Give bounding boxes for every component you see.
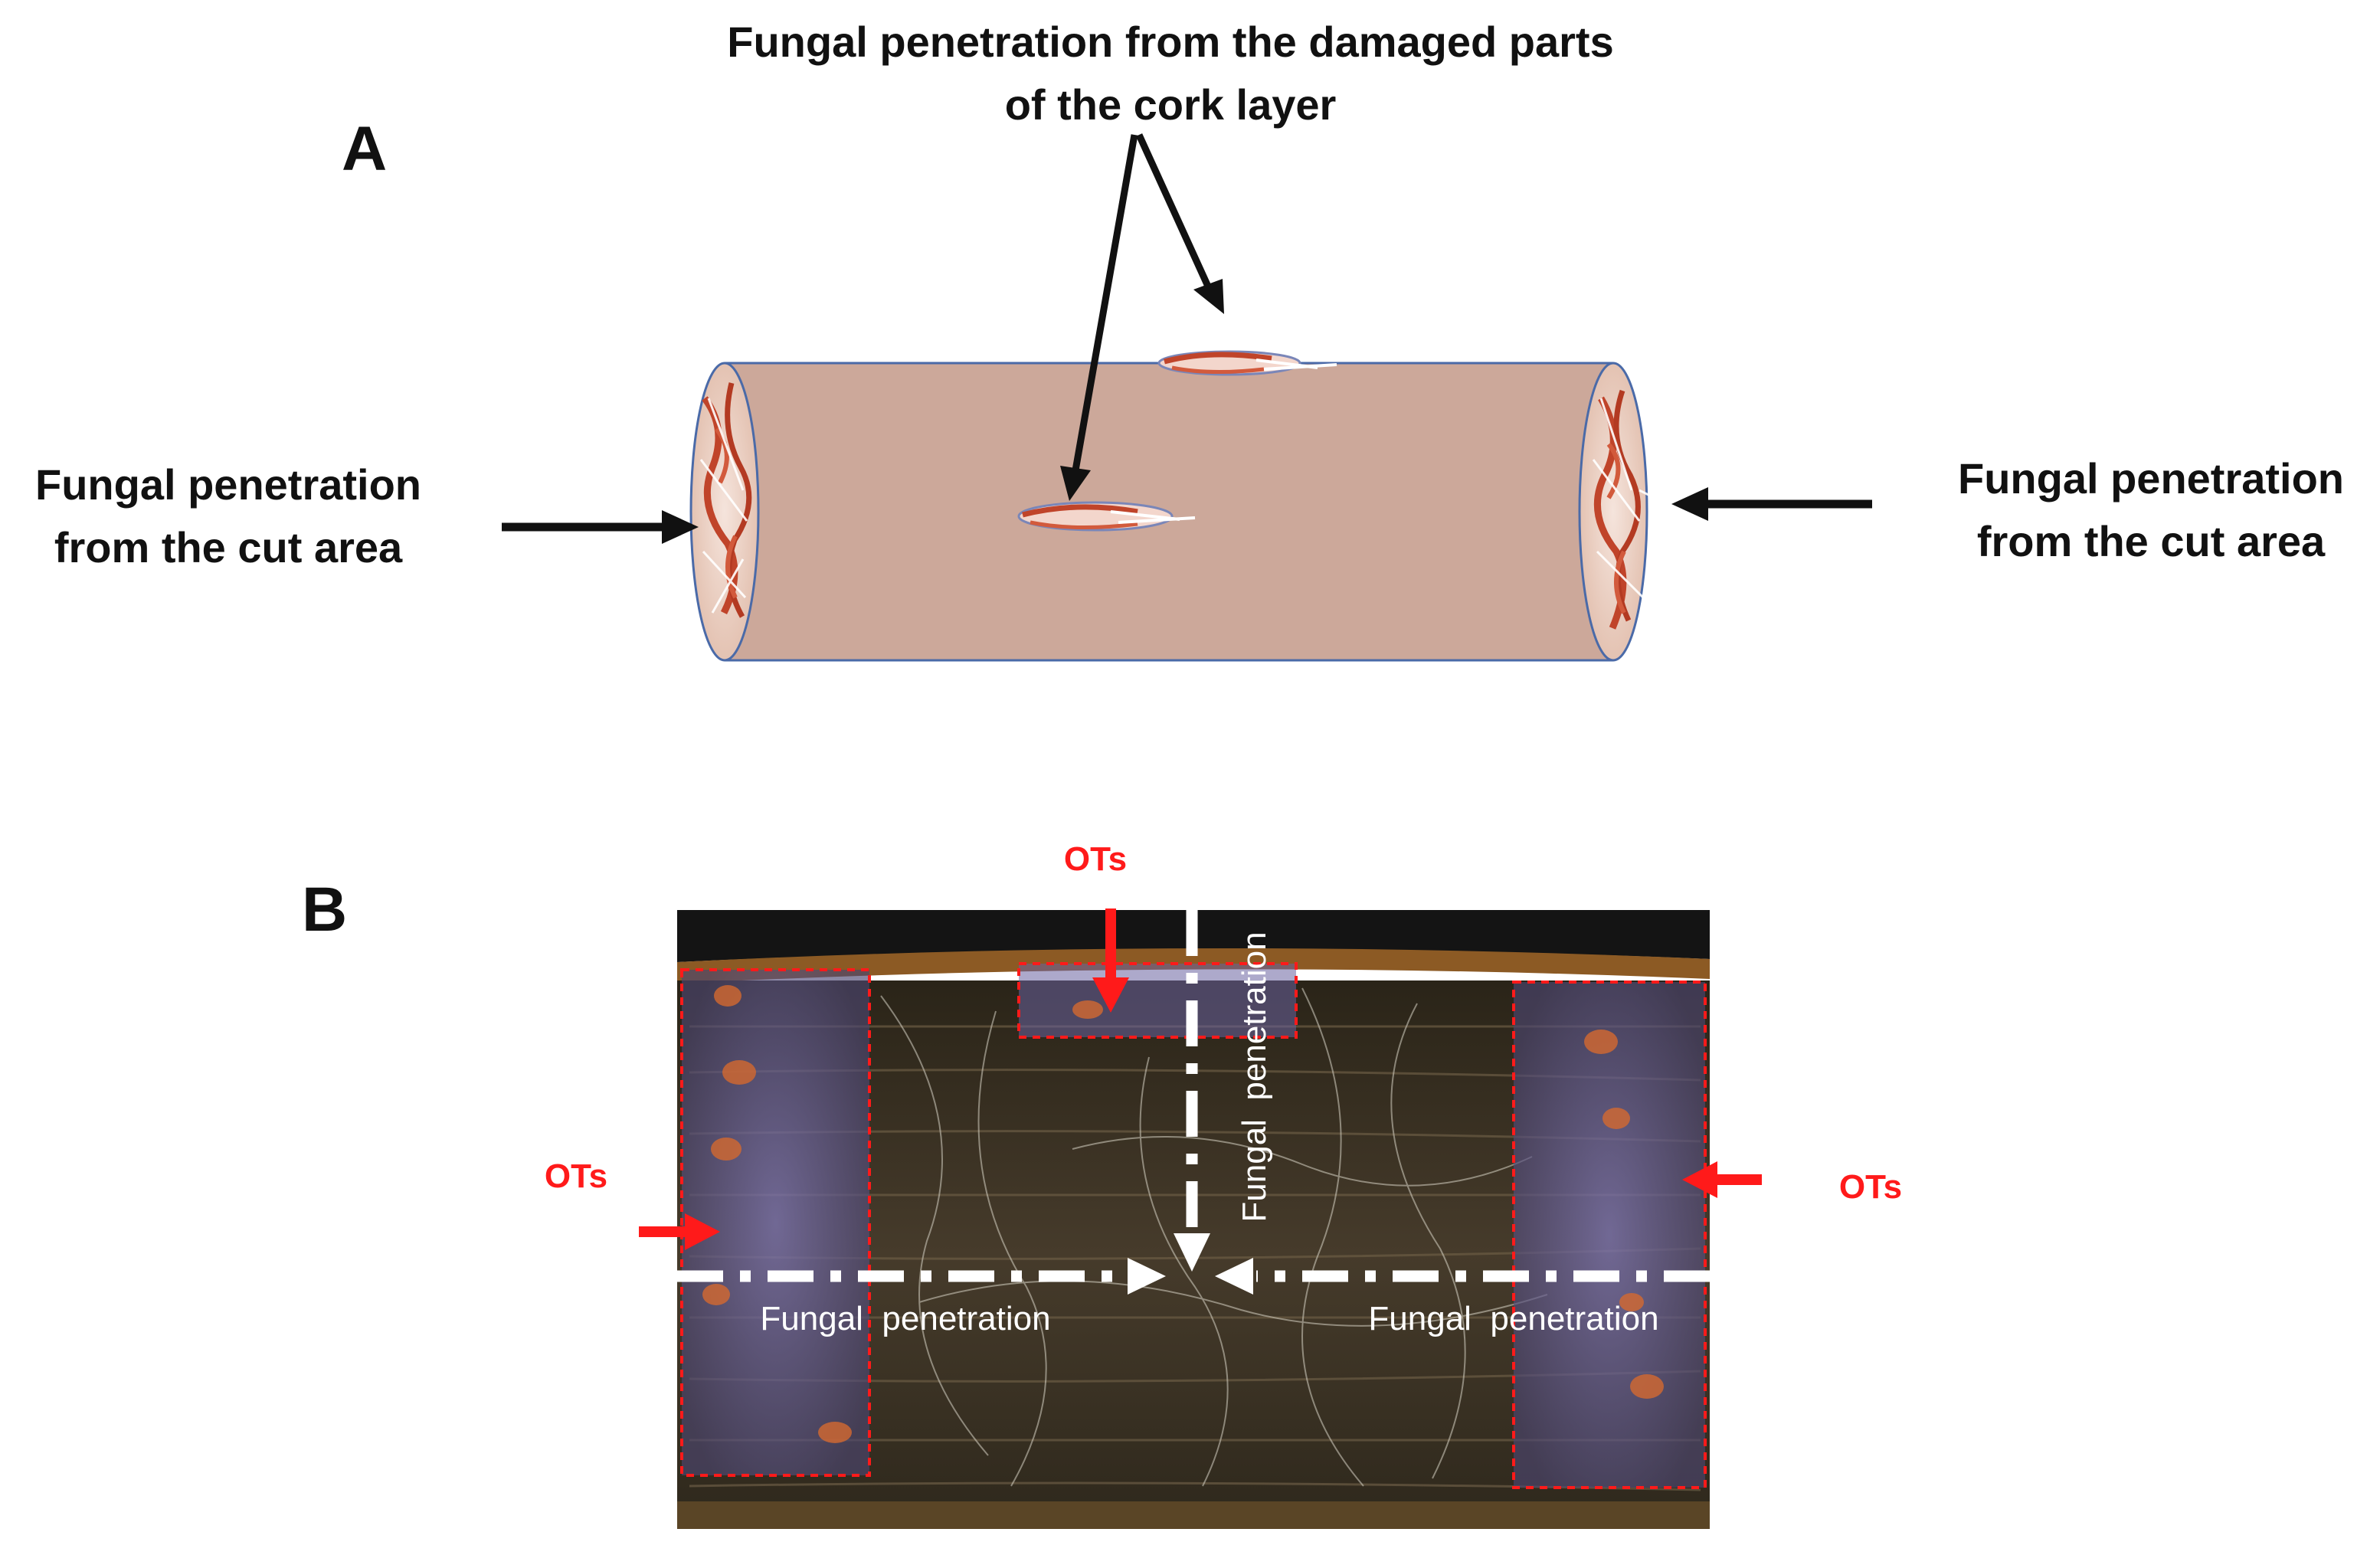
- left-cut-fungal-texture: [699, 382, 752, 618]
- penetration-label-vertical: Fungal penetration: [1236, 931, 1273, 1222]
- panel-a-left-label-line2: from the cut area: [54, 523, 403, 571]
- panel-b-letter: B: [302, 875, 347, 944]
- ots-box-top: [1017, 962, 1298, 1039]
- ots-region-top: [1019, 964, 1296, 1037]
- penetration-label-right: Fungal penetration: [1368, 1300, 1658, 1337]
- penetration-line-vertical: [1174, 910, 1210, 1272]
- ots-region-right: [1514, 982, 1705, 1488]
- panel-a-left-label-line1: Fungal penetration: [35, 460, 421, 509]
- panel-a-right-label-line1: Fungal penetration: [1958, 454, 2344, 503]
- ots-arrow-top: [1092, 908, 1129, 1013]
- ots-label-left: OTs: [545, 1157, 607, 1195]
- panel-a-letter: A: [342, 114, 387, 184]
- panel-a-top-label-line2: of the cork layer: [1005, 80, 1337, 129]
- ots-label-right: OTs: [1839, 1168, 1902, 1206]
- cylinder: [689, 362, 1648, 662]
- penetration-label-left: Fungal penetration: [760, 1300, 1050, 1337]
- ots-arrow-right: [1682, 1161, 1762, 1198]
- damaged-cork-spot-middle: [1017, 501, 1196, 532]
- panel-a-top-label-line1: Fungal penetration from the damaged part…: [727, 18, 1613, 66]
- right-cut-fungal-texture: [1592, 389, 1671, 630]
- cylinder-left-cut-face: [689, 362, 760, 662]
- arrow-to-upper-spot: [1135, 133, 1224, 314]
- arrow-right-cut: [1671, 487, 1872, 521]
- ots-box-left: [680, 968, 871, 1477]
- arrow-left-cut: [502, 510, 699, 544]
- ots-box-right: [1512, 980, 1707, 1489]
- ots-arrow-left: [639, 1213, 720, 1250]
- damaged-cork-spot-upper: [1157, 350, 1337, 376]
- penetration-line-right: [1215, 1258, 1710, 1295]
- ots-label-top: OTs: [1064, 840, 1127, 878]
- penetration-line-left: [677, 1258, 1166, 1295]
- ots-region-left: [682, 970, 869, 1475]
- panel-a-right-label-line2: from the cut area: [1977, 517, 2326, 565]
- arrow-to-middle-spot: [1060, 134, 1138, 501]
